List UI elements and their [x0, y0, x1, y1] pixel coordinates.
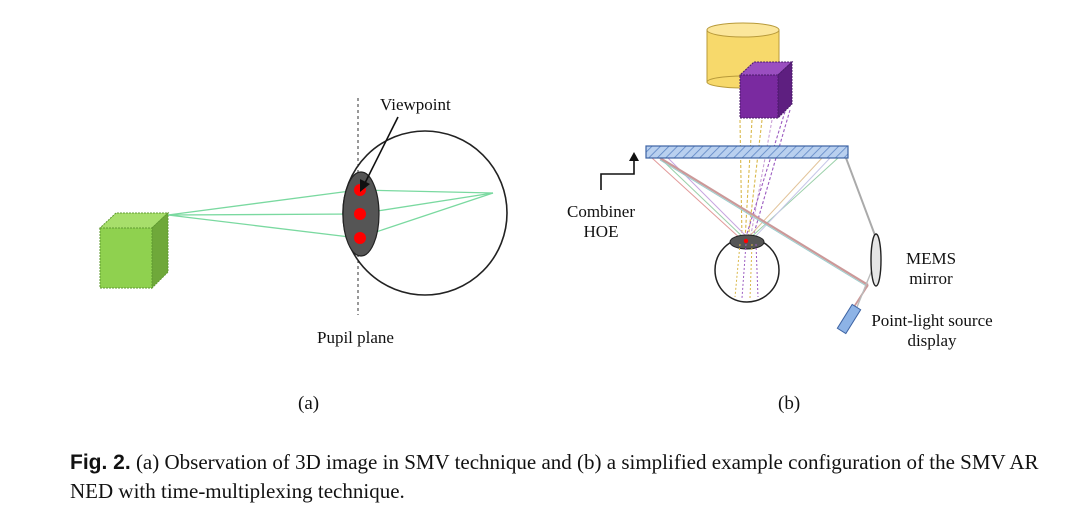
point-light-source	[836, 303, 862, 335]
eye-inner-rays	[734, 243, 759, 299]
mems-label-line2: mirror	[909, 269, 953, 288]
combiner-label: Combiner HOE	[560, 202, 642, 242]
viewpoint-dot	[354, 208, 366, 220]
panel-a-sublabel: (a)	[298, 393, 320, 414]
viewpoint-label: Viewpoint	[380, 95, 451, 114]
figure-number: Fig. 2.	[70, 451, 131, 474]
mems-label: MEMS mirror	[896, 249, 966, 289]
combiner-label-line1: Combiner	[567, 202, 635, 221]
hoe-rays	[651, 157, 839, 241]
mems-mirror	[870, 233, 882, 287]
beam-paths	[659, 157, 877, 313]
viewpoint-dot	[354, 232, 366, 244]
combiner-arrow-head	[629, 152, 639, 161]
source-label-line1: Point-light source	[871, 311, 993, 330]
combiner-hoe	[645, 145, 849, 159]
pupil-plane-label: Pupil plane	[317, 328, 394, 347]
green-rays	[167, 189, 494, 239]
green-cube	[98, 211, 170, 290]
pupil-b-dot	[743, 238, 749, 244]
purple-cube	[738, 60, 794, 120]
combiner-label-line2: HOE	[583, 222, 619, 241]
source-label-line2: display	[907, 331, 957, 350]
combiner-arrow	[600, 160, 635, 190]
caption-text: (a) Observation of 3D image in SMV techn…	[70, 450, 1039, 503]
panel-b	[600, 22, 882, 335]
source-label: Point-light source display	[858, 311, 1006, 351]
panel-b-sublabel: (b)	[778, 393, 801, 414]
panel-a	[98, 98, 508, 315]
mems-label-line1: MEMS	[905, 249, 957, 268]
viewpoint-arrow	[360, 116, 399, 192]
figure-caption: Fig. 2. (a) Observation of 3D image in S…	[70, 448, 1040, 505]
